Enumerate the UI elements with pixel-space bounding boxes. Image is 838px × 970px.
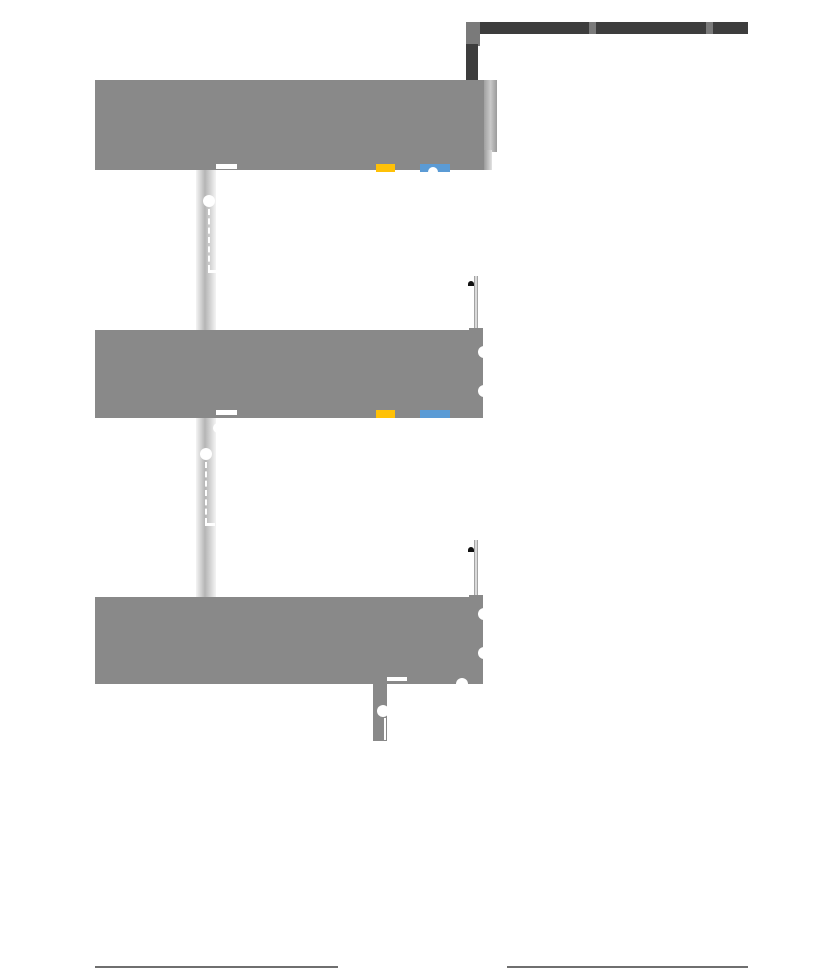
bracket — [205, 523, 215, 526]
dashed-guide — [205, 462, 207, 524]
marker-yellow-top — [376, 164, 395, 172]
support-post-upper — [196, 170, 216, 332]
panel-bottom — [95, 597, 483, 684]
connector-dot — [478, 385, 490, 397]
base-line-left — [95, 966, 338, 968]
connector-dot — [428, 167, 438, 177]
marker-yellow-middle — [376, 410, 395, 418]
connector-dot — [456, 678, 468, 690]
marker-blue-middle — [420, 410, 450, 418]
dashed-guide — [208, 209, 210, 271]
connector-dot — [478, 608, 490, 620]
top-rail-joint-2 — [706, 22, 713, 34]
panel-middle-edge — [469, 328, 483, 398]
panel-middle — [95, 330, 483, 418]
panel-top — [95, 80, 487, 170]
connector-dot — [213, 423, 223, 433]
top-rail-joint-1 — [589, 22, 596, 34]
connector-dot — [478, 647, 490, 659]
dashed-guide — [384, 718, 386, 740]
connector-dot — [203, 195, 215, 207]
bracket — [216, 410, 237, 415]
hook — [468, 547, 474, 552]
top-rail-corner — [466, 22, 480, 46]
panel-top-edge-foot — [484, 150, 492, 170]
panel-top-edge — [484, 80, 497, 152]
bracket — [208, 270, 216, 273]
connector-dot — [200, 448, 212, 460]
connector-dot — [478, 346, 490, 358]
hook-rod — [474, 540, 478, 598]
hook-rod — [474, 276, 478, 332]
hook — [468, 281, 474, 286]
top-rail — [466, 22, 748, 34]
bracket — [216, 164, 237, 169]
connector-dot — [377, 705, 389, 717]
vertical-rail — [466, 44, 478, 82]
base-line-right — [507, 966, 748, 968]
bracket — [387, 677, 407, 681]
